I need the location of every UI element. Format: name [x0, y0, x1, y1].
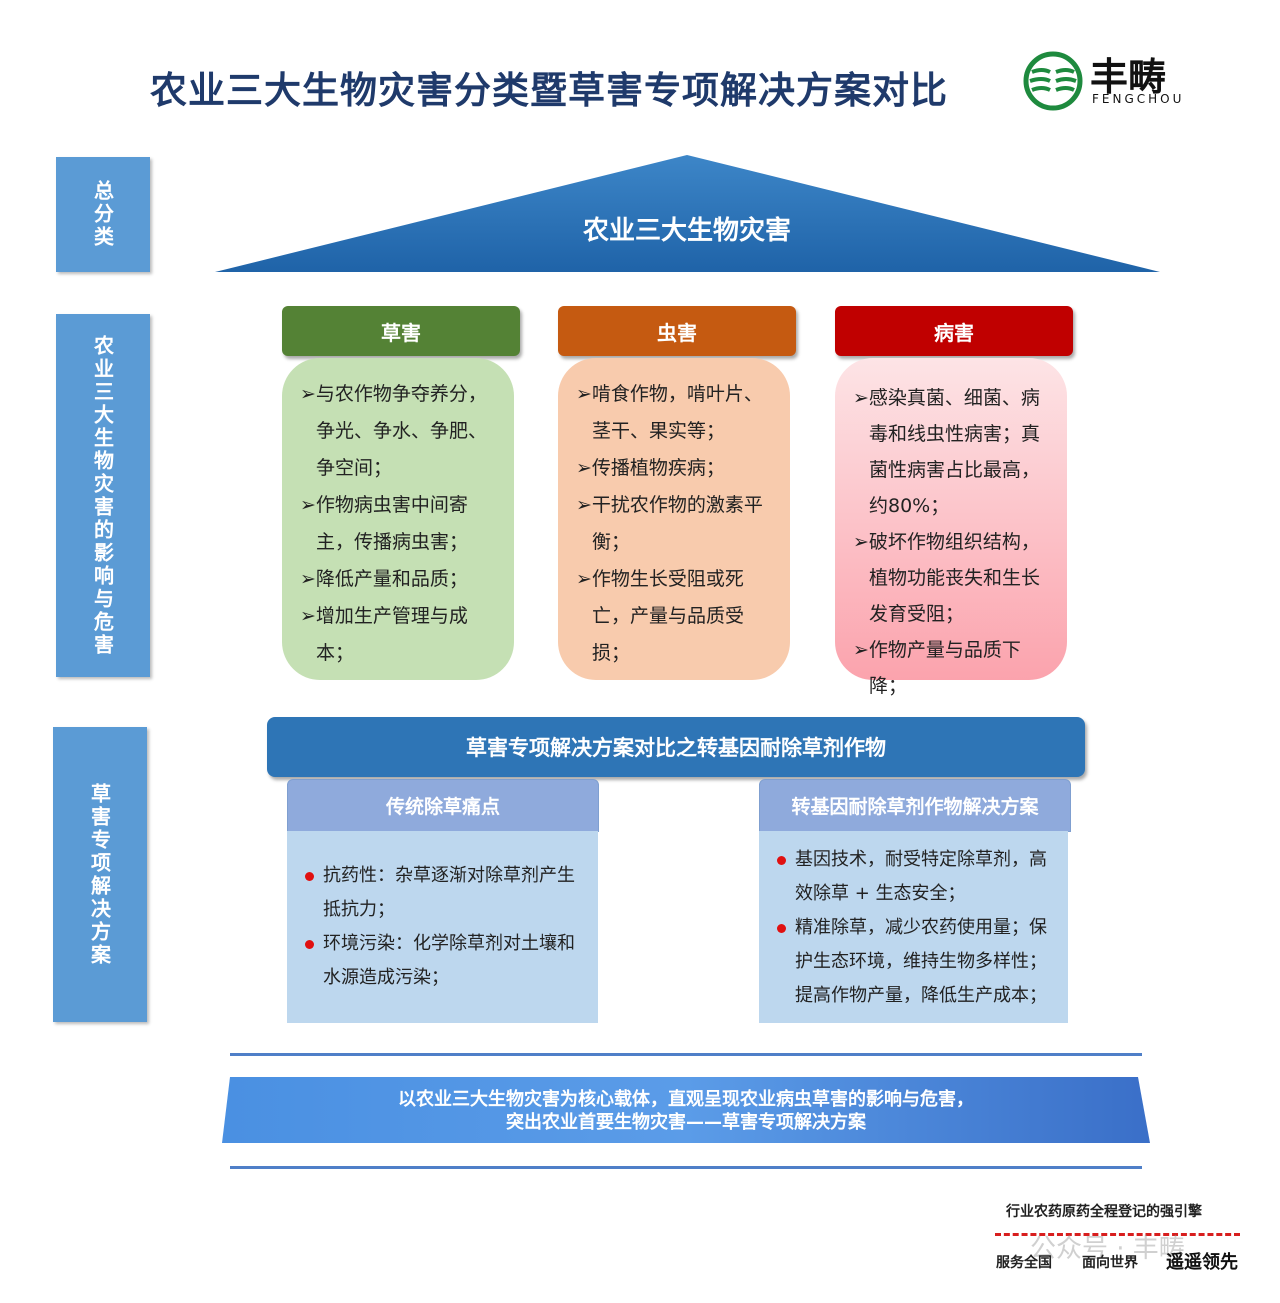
footer-slogan: 面向世界 [1082, 1255, 1138, 1271]
list-item: ➢作物产量与品质下降； [853, 639, 1021, 697]
summary-banner-bg [222, 1077, 1150, 1143]
list-item: ➢与农作物争夺养分，争光、争水、争肥、争空间； [300, 383, 488, 479]
logo: 丰畴 FENGCHOU [1022, 50, 1212, 111]
category-card-pests: ➢啃食作物，啃叶片、茎干、果实等； ➢传播植物疾病； ➢干扰农作物的激素平衡； … [558, 358, 790, 680]
summary-line: 突出农业首要生物灾害——草害专项解决方案 [506, 1112, 866, 1133]
list-item: ➢增加生产管理与成本； [300, 605, 468, 664]
list-item: ➢传播植物疾病； [576, 457, 725, 479]
bullet-dot-icon [305, 872, 314, 881]
side-label-solution: 草害专项解决方案 [53, 727, 147, 1022]
divider-line [230, 1166, 1142, 1169]
category-header-pests: 虫害 [558, 306, 796, 356]
list-item: 环境污染：化学除草剂对土壤和水源造成污染； [301, 927, 584, 995]
category-header-diseases: 病害 [835, 306, 1073, 356]
compare-box-traditional: 抗药性：杂草逐渐对除草剂产生抵抗力； 环境污染：化学除草剂对土壤和水源造成污染； [287, 831, 598, 1023]
compare-header-traditional: 传统除草痛点 [287, 779, 599, 832]
footer-slogan: 服务全国 [996, 1255, 1052, 1271]
divider-line [230, 1053, 1142, 1056]
side-label-impact: 农业三大生物灾害的影响与危害 [56, 314, 150, 677]
list-item: 抗药性：杂草逐渐对除草剂产生抵抗力； [301, 859, 584, 927]
footer-tagline: 行业农药原药全程登记的强引擎 [1006, 1204, 1202, 1220]
category-card-weeds: ➢与农作物争夺养分，争光、争水、争肥、争空间； ➢作物病虫害中间寄主，传播病虫害… [282, 358, 514, 680]
bullet-dot-icon [777, 856, 786, 865]
solution-banner: 草害专项解决方案对比之转基因耐除草剂作物 [267, 717, 1085, 777]
list-item: ➢啃食作物，啃叶片、茎干、果实等； [576, 383, 763, 442]
list-item: ➢作物病虫害中间寄主，传播病虫害； [300, 494, 469, 553]
list-item: 基因技术，耐受特定除草剂，高效除草 + 生态安全； [773, 843, 1054, 911]
list-item: 精准除草，减少农药使用量；保护生态环境，维持生物多样性；提高作物产量，降低生产成… [773, 911, 1054, 1013]
list-item: ➢作物生长受阻或死亡，产量与品质受损； [576, 568, 745, 664]
side-label-overview: 总分类 [56, 157, 150, 272]
list-item: ➢破坏作物组织结构，植物功能丧失和生长发育受阻； [853, 531, 1041, 625]
list-item: ➢干扰农作物的激素平衡； [576, 494, 763, 553]
page-title: 农业三大生物灾害分类暨草害专项解决方案对比 [150, 69, 948, 112]
category-card-diseases: ➢感染真菌、细菌、病毒和线虫性病害；真菌性病害占比最高，约80%； ➢破坏作物组… [835, 358, 1067, 697]
roof-title: 农业三大生物灾害 [582, 216, 791, 246]
footer-slogan: 遥遥领先 [1166, 1252, 1238, 1273]
list-item: ➢感染真菌、细菌、病毒和线虫性病害；真菌性病害占比最高，约80%； [853, 387, 1041, 517]
bullet-dot-icon [305, 940, 314, 949]
compare-box-gm: 基因技术，耐受特定除草剂，高效除草 + 生态安全； 精准除草，减少农药使用量；保… [759, 831, 1068, 1023]
logo-text: 丰畴 [1090, 55, 1167, 99]
logo-mark-icon [1023, 51, 1083, 111]
footer-dashed-line [995, 1233, 1240, 1236]
watermark: 公众号 · 丰畴 [1030, 1234, 1185, 1264]
compare-header-gm: 转基因耐除草剂作物解决方案 [759, 779, 1071, 832]
logo-subtext: FENGCHOU [1092, 92, 1185, 106]
summary-text: 以农业三大生物灾害为核心载体，直观呈现农业病虫草害的影响与危害， 突出农业首要生… [220, 1088, 1152, 1134]
bullet-dot-icon [777, 924, 786, 933]
summary-line: 以农业三大生物灾害为核心载体，直观呈现农业病虫草害的影响与危害， [398, 1089, 974, 1110]
roof-triangle [215, 155, 1160, 272]
category-header-weeds: 草害 [282, 306, 520, 356]
list-item: ➢降低产量和品质； [300, 568, 468, 590]
